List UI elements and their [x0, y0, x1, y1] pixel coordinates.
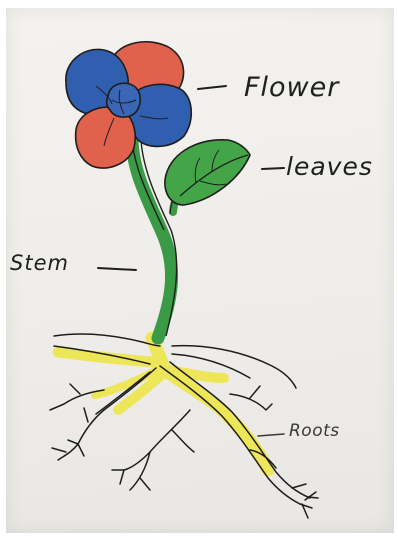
leaf: [165, 140, 250, 205]
label-flower: Flower: [244, 72, 339, 103]
label-roots: Roots: [289, 421, 340, 441]
label-leaves: leaves: [286, 152, 373, 181]
label-stem: Stem: [10, 251, 69, 275]
flower-head: [66, 42, 191, 168]
roots: [50, 334, 318, 518]
roots-highlight: [58, 338, 268, 470]
